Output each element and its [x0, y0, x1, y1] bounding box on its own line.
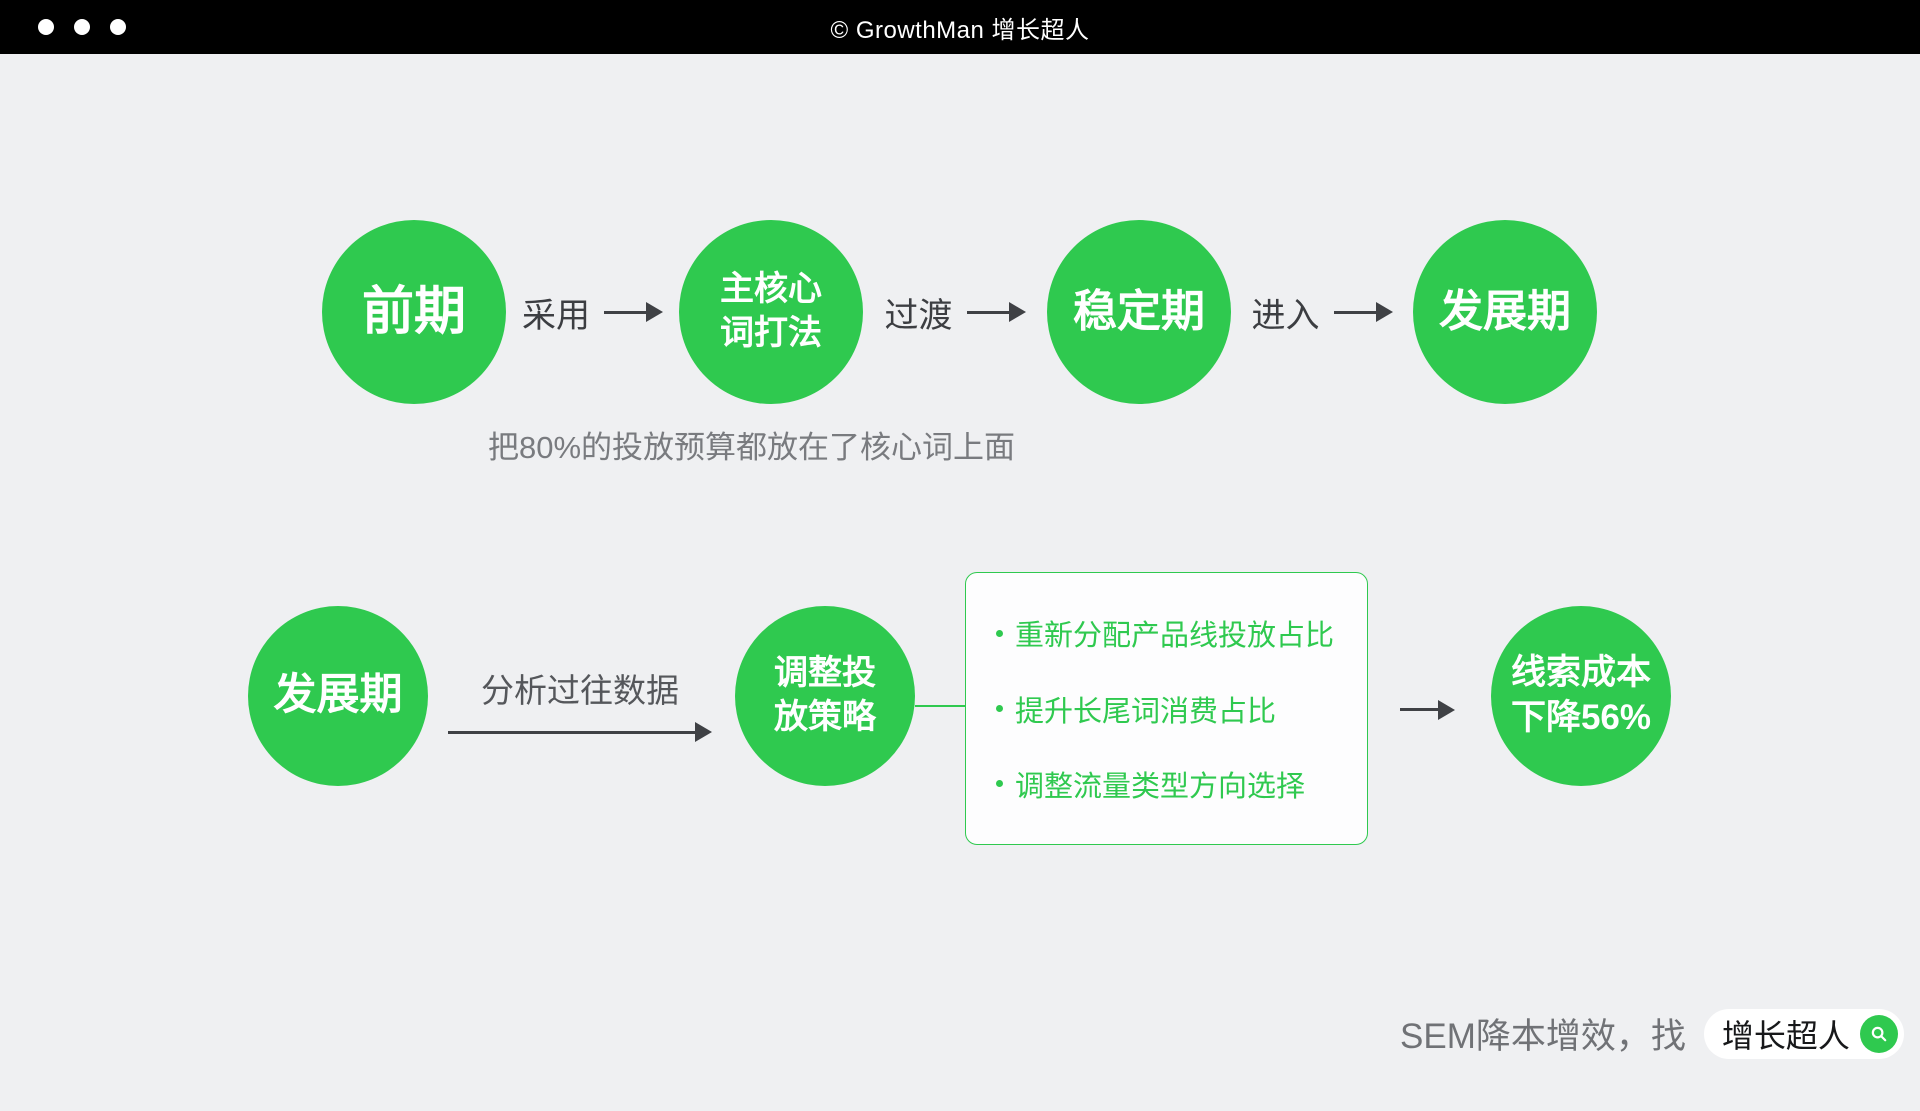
- bullet-dot-icon: [996, 705, 1003, 712]
- flow1-node-growth-stage-label: 发展期: [1439, 286, 1571, 336]
- window-controls: [38, 0, 126, 54]
- strategy-item-label: 提升长尾词消费占比: [1015, 695, 1277, 728]
- flow1-connector-2-label: 过渡: [884, 296, 953, 335]
- search-icon: [1859, 1014, 1898, 1053]
- flow1-connector-1-label: 采用: [522, 296, 590, 335]
- window-dot-icon: [38, 19, 54, 35]
- flow1-caption: 把80%的投放预算都放在了核心词上面: [488, 430, 1016, 465]
- flow1-node-early-stage: 前期: [322, 220, 506, 404]
- window-dot-icon: [110, 19, 126, 35]
- flow1-node-core-keyword-label: 主核心 词打法: [720, 270, 822, 352]
- arrow-right-icon: [1400, 699, 1455, 720]
- flow2-node-growth-stage: 发展期: [248, 606, 428, 786]
- titlebar-text: © GrowthMan 增长超人: [830, 16, 1090, 44]
- flow1-node-stable-stage: 稳定期: [1047, 220, 1231, 404]
- strategy-item: 重新分配产品线投放占比: [996, 612, 1357, 654]
- footer: SEM降本增效，找 增长超人: [1400, 1008, 1904, 1059]
- bullet-dot-icon: [996, 780, 1003, 788]
- node-to-box-link-line: [915, 705, 965, 707]
- flow1-node-stable-stage-label: 稳定期: [1073, 286, 1205, 336]
- flow1-connector-2: 过渡: [863, 285, 1047, 339]
- flow1-node-core-keyword: 主核心 词打法: [679, 220, 863, 404]
- flow2-node-result-label: 线索成本 下降56%: [1510, 653, 1652, 737]
- flow1-node-growth-stage: 发展期: [1413, 220, 1597, 404]
- arrow-right-icon: [448, 722, 712, 742]
- strategy-item-label: 重新分配产品线投放占比: [1015, 620, 1335, 653]
- strategy-list-box: 重新分配产品线投放占比 提升长尾词消费占比 调整流量类型方向选择: [965, 572, 1368, 845]
- flow2-node-growth-stage-label: 发展期: [273, 671, 403, 720]
- flow2-analysis-arrow-label: 分析过往数据: [481, 672, 679, 709]
- arrow-right-icon: [966, 302, 1026, 322]
- bullet-dot-icon: [996, 629, 1003, 637]
- flow2-node-adjust-strategy-label: 调整投 放策略: [774, 654, 876, 736]
- window-dot-icon: [74, 19, 90, 35]
- flow1-node-early-stage-label: 前期: [361, 282, 466, 341]
- strategy-item: 调整流量类型方向选择: [996, 763, 1357, 805]
- flow1-connector-3: 进入: [1231, 285, 1413, 339]
- strategy-item-label: 调整流量类型方向选择: [1015, 770, 1306, 803]
- arrow-right-icon: [604, 302, 663, 322]
- strategy-item: 提升长尾词消费占比: [996, 688, 1357, 730]
- flow2-node-adjust-strategy: 调整投 放策略: [735, 606, 915, 786]
- flow2-node-result: 线索成本 下降56%: [1491, 606, 1671, 786]
- brand-badge: 增长超人: [1703, 1008, 1904, 1059]
- footer-tagline: SEM降本增效，找: [1400, 1017, 1686, 1056]
- flow1-connector-1: 采用: [506, 285, 679, 339]
- flow2-analysis-arrow: 分析过往数据: [448, 664, 712, 742]
- arrow-right-icon: [1333, 302, 1393, 322]
- titlebar: © GrowthMan 增长超人: [0, 0, 1920, 54]
- brand-name: 增长超人: [1721, 1017, 1850, 1054]
- flow2-result-arrow: [1400, 698, 1455, 720]
- flow1-connector-3-label: 进入: [1251, 296, 1320, 335]
